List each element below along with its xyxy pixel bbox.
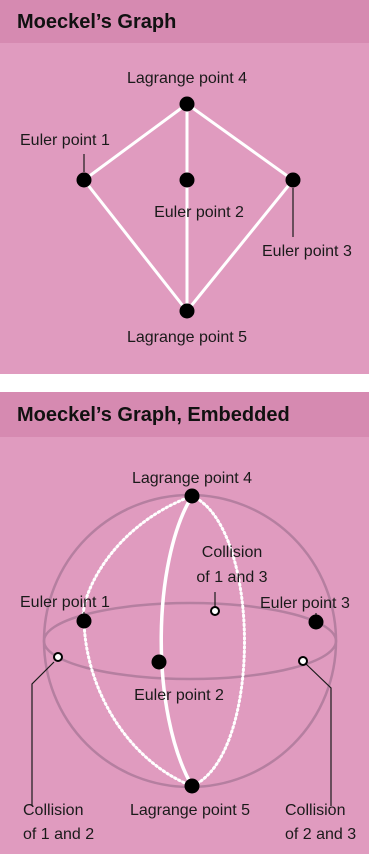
label-collision12-line2: of 1 and 2 <box>23 826 94 843</box>
node-lagrange4 <box>179 96 195 112</box>
label-lagrange4: Lagrange point 4 <box>127 70 247 87</box>
node-lagrange5 <box>184 778 200 794</box>
label-collision23-line2: of 2 and 3 <box>285 826 356 843</box>
collision-1-3 <box>210 606 220 616</box>
label-euler2: Euler point 2 <box>154 204 244 221</box>
node-lagrange4 <box>184 488 200 504</box>
node-euler1 <box>76 172 92 188</box>
edge-euler1-lagrange5 <box>82 179 189 312</box>
moeckel-graph-panel: Moeckel’s Graph Lagrange point 4 Euler p… <box>0 0 369 374</box>
label-lagrange5: Lagrange point 5 <box>130 802 250 819</box>
label-euler1: Euler point 1 <box>20 594 110 611</box>
collision-2-3 <box>298 656 308 666</box>
leader-collision23 <box>305 663 332 806</box>
sphere-outline <box>42 493 338 789</box>
panel-header: Moeckel’s Graph <box>0 0 369 43</box>
panel-title: Moeckel’s Graph, Embedded <box>17 404 290 426</box>
collision-1-2 <box>53 652 63 662</box>
panel-header: Moeckel’s Graph, Embedded <box>0 392 369 437</box>
sphere-equator <box>42 601 338 681</box>
label-lagrange4: Lagrange point 4 <box>132 470 252 487</box>
edge-lagrange4-euler3 <box>186 102 294 182</box>
dotted-meridian-left <box>81 494 194 623</box>
dotted-meridian-left-lower <box>82 619 194 788</box>
node-euler3 <box>285 172 301 188</box>
moeckel-graph-embedded-panel: Moeckel’s Graph, Embedded Lagrange point… <box>0 392 369 854</box>
dotted-meridian <box>190 494 246 788</box>
label-collision23-line1: Collision <box>285 802 345 819</box>
embedded-sphere-diagram: Lagrange point 4 Collision of 1 and 3 Eu… <box>20 470 356 843</box>
node-euler3 <box>308 614 324 630</box>
label-euler2: Euler point 2 <box>134 687 224 704</box>
label-euler3: Euler point 3 <box>260 595 350 612</box>
node-euler1 <box>76 613 92 629</box>
moeckel-graph-diagram: Lagrange point 4 Euler point 1 Euler poi… <box>20 70 352 346</box>
label-lagrange5: Lagrange point 5 <box>127 329 247 346</box>
panel-title: Moeckel’s Graph <box>17 11 177 33</box>
label-collision13-line1: Collision <box>202 544 262 561</box>
leader-collision12 <box>31 661 55 806</box>
edge-lagrange4-euler1 <box>83 102 188 182</box>
node-lagrange5 <box>179 303 195 319</box>
label-collision13-line2: of 1 and 3 <box>196 569 267 586</box>
label-collision12-line1: Collision <box>23 802 83 819</box>
node-euler2 <box>151 654 167 670</box>
label-euler3: Euler point 3 <box>262 243 352 260</box>
edge-euler3-lagrange5 <box>185 179 295 312</box>
label-euler1: Euler point 1 <box>20 132 110 149</box>
node-euler2 <box>179 172 195 188</box>
solid-meridian <box>159 495 194 787</box>
graph-edges <box>82 102 295 312</box>
